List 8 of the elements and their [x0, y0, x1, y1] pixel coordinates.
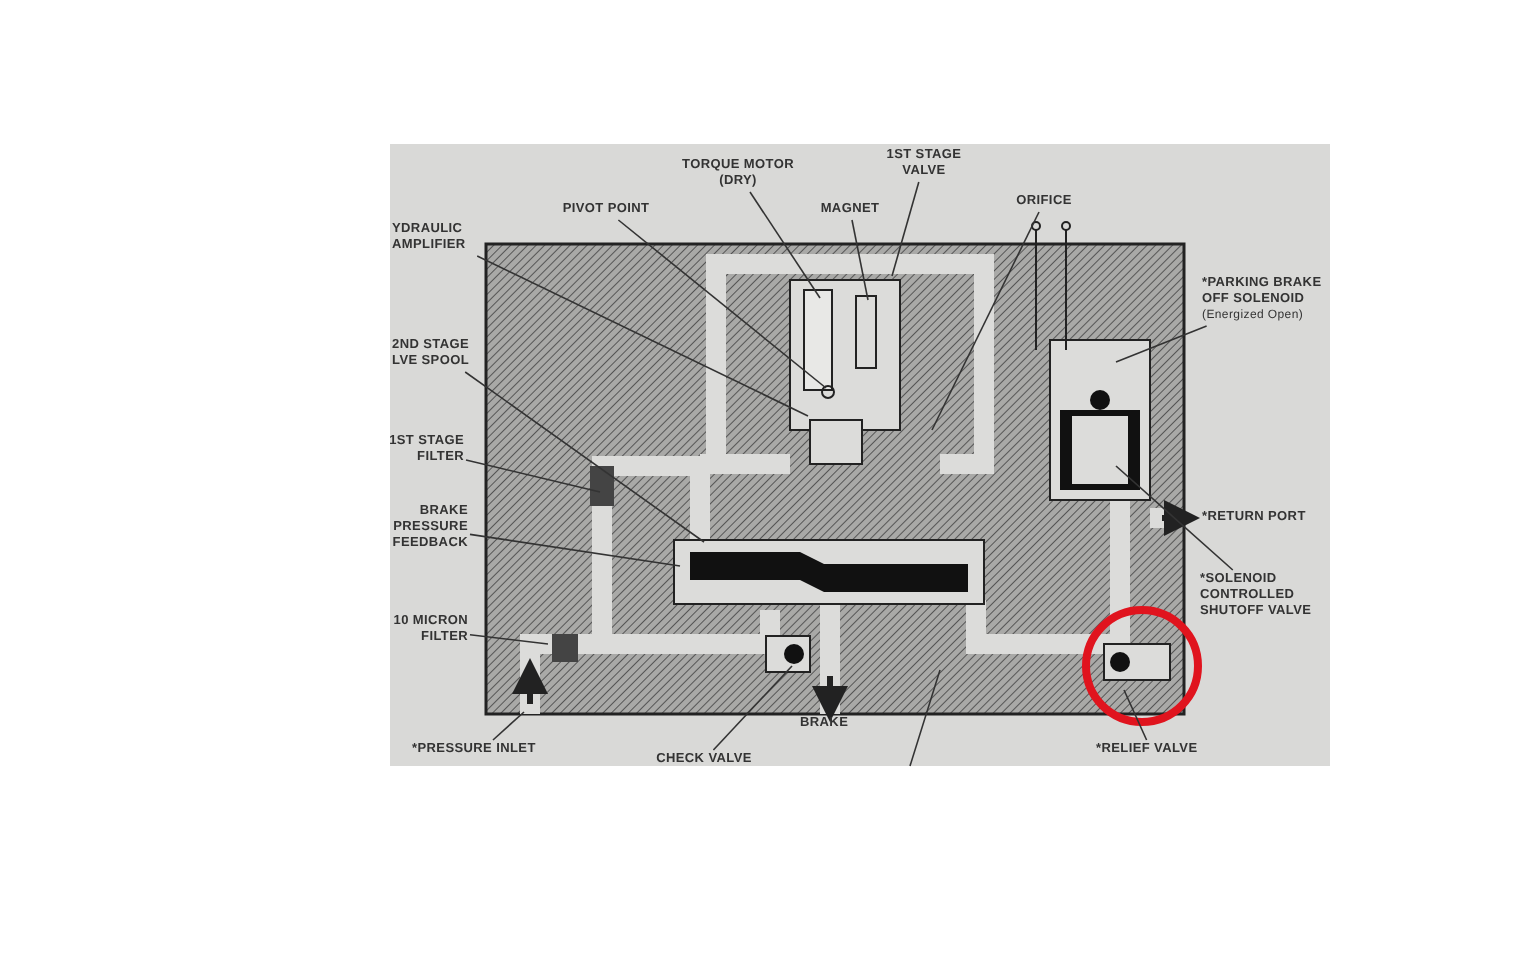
leader-line — [749, 191, 821, 299]
leader-line — [712, 665, 793, 751]
leader-line — [492, 711, 525, 741]
leader-line — [931, 211, 1040, 431]
leader-line — [617, 219, 827, 389]
leader-line — [891, 181, 920, 277]
leader-line — [851, 219, 869, 301]
leader-line — [1115, 465, 1234, 571]
